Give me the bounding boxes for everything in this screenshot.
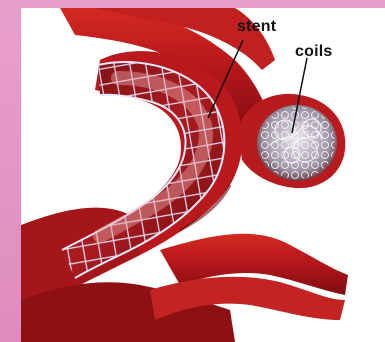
stent-label: stent [237, 18, 276, 36]
coils-label: coils [295, 43, 332, 61]
